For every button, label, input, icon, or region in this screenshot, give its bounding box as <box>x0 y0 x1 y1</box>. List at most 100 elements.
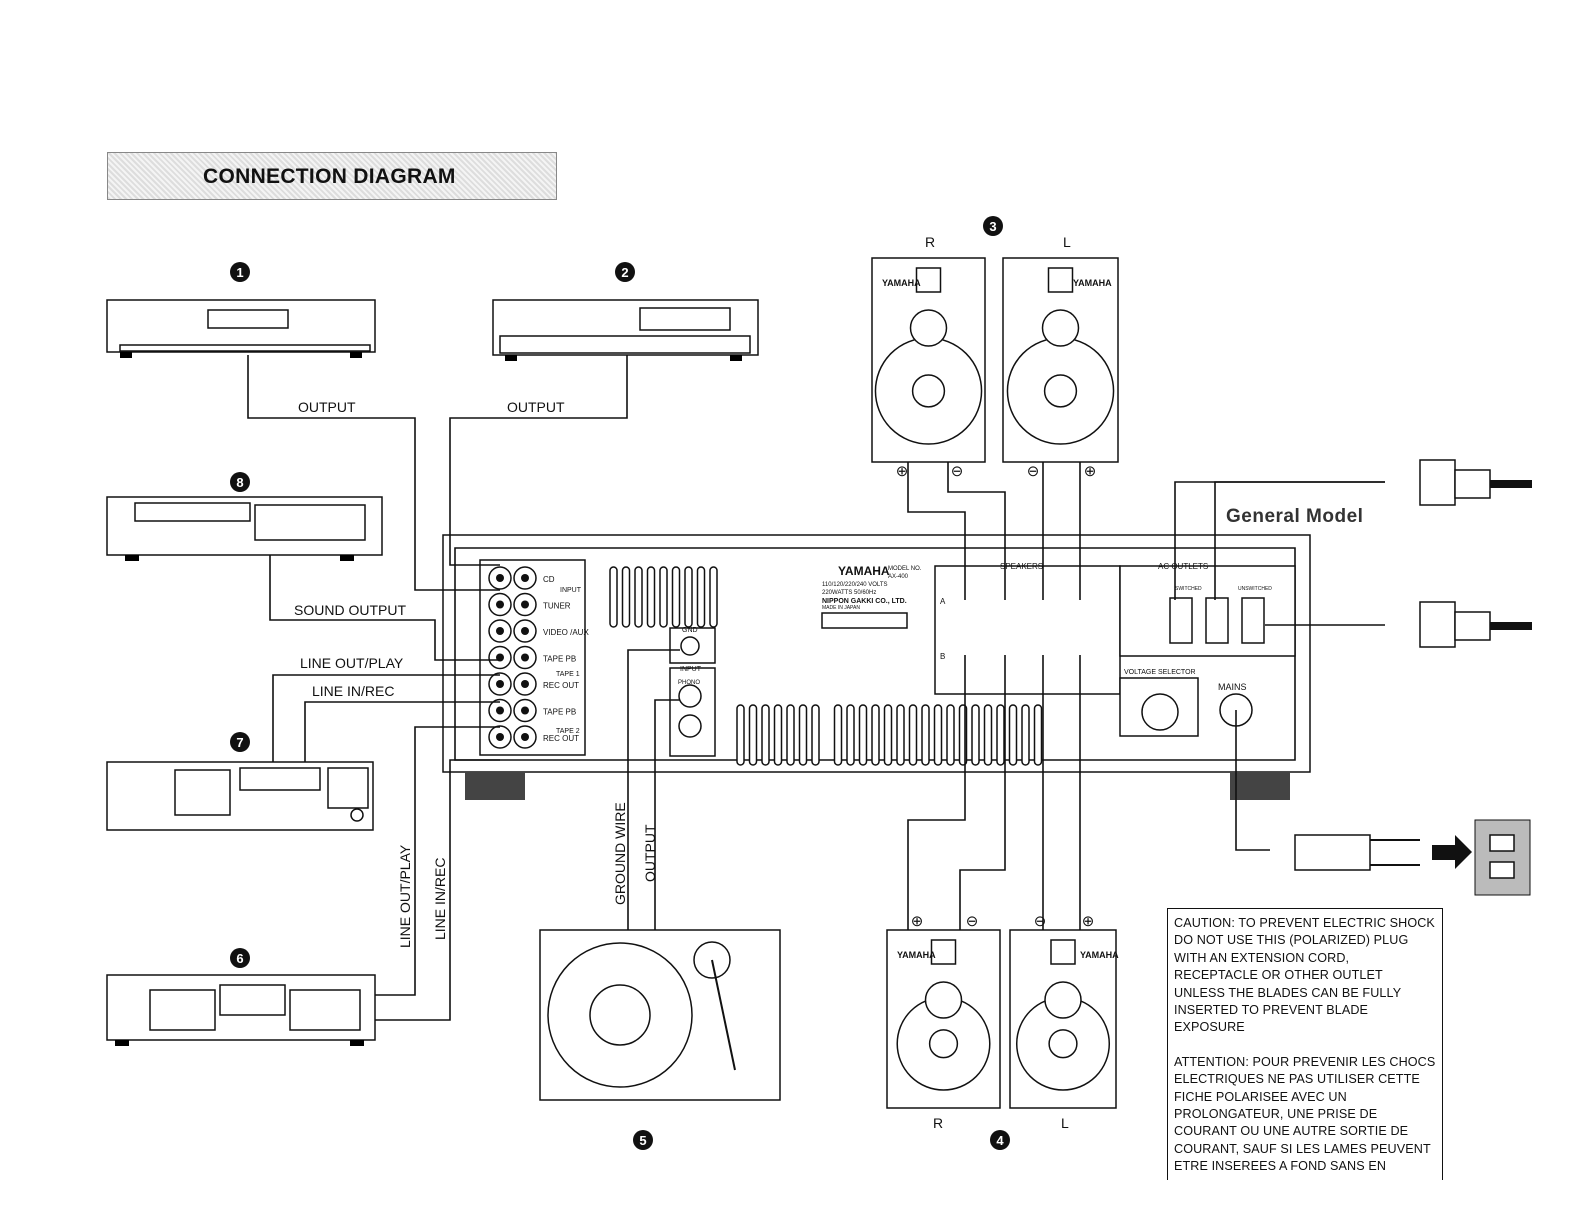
amp-maker: NIPPON GAKKI CO., LTD. <box>822 598 907 605</box>
vent-slot <box>996 704 1005 766</box>
vent-slot <box>1021 704 1030 766</box>
input-label: REC OUT <box>543 681 579 690</box>
title-banner: CONNECTION DIAGRAM <box>107 152 557 200</box>
polarity-sign: ⊖ <box>951 463 964 480</box>
amp-tape2: TAPE 2 <box>556 728 580 735</box>
vent-slot <box>634 566 643 628</box>
cd-player <box>106 299 376 358</box>
rca-jack-pin <box>496 574 504 582</box>
input-label: TAPE PB <box>543 708 576 717</box>
caution-notice: CAUTION: TO PREVENT ELECTRIC SHOCK DO NO… <box>1167 908 1443 1180</box>
rca-jack-pin <box>521 574 529 582</box>
vent-slot <box>883 704 893 766</box>
marker-number: 1 <box>236 265 243 280</box>
amp-unswitched: UNSWITCHED <box>1238 586 1272 592</box>
phono-output-label: OUTPUT <box>642 824 658 882</box>
vent-slot <box>646 566 656 628</box>
vent-slot <box>621 566 631 628</box>
vent-slot <box>709 566 718 628</box>
marker-1 <box>230 262 250 282</box>
ground-wire-label: GROUND WIRE <box>612 802 628 905</box>
vent-slot <box>671 566 681 628</box>
speaker-brand: YAMAHA <box>882 278 921 288</box>
polarity-sign: ⊖ <box>966 913 979 930</box>
marker-number: 6 <box>236 951 243 966</box>
amp-input-group: INPUT <box>560 587 582 594</box>
caution-french: ATTENTION: POUR PREVENIR LES CHOCS ELECT… <box>1174 1054 1436 1174</box>
amp-model: AX-400 <box>888 574 909 580</box>
marker-number: 7 <box>236 735 243 750</box>
amp-phono: PHONO <box>678 680 700 686</box>
vent-slot <box>811 704 820 766</box>
marker-6 <box>230 948 250 968</box>
line-in-rec-label: LINE IN/REC <box>312 683 394 699</box>
speaker-brand: YAMAHA <box>897 950 936 960</box>
vent-slot <box>659 566 668 628</box>
marker-number: 5 <box>639 1133 646 1148</box>
rca-jack-pin <box>521 600 529 609</box>
polarity-sign: ⊕ <box>896 463 909 480</box>
marker-number: 3 <box>989 219 996 234</box>
tuner-output-label: OUTPUT <box>507 399 565 415</box>
rca-jack-pin <box>496 680 504 688</box>
vent-slot <box>833 704 843 766</box>
rca-jack-pin <box>521 733 529 741</box>
cassette-deck <box>106 761 374 831</box>
speaker-1: YAMAHA⊖⊕ <box>1002 257 1119 480</box>
vent-slot <box>871 704 880 766</box>
vent-slot <box>908 704 918 766</box>
video-deck <box>106 496 383 561</box>
speaker-2: YAMAHA⊕⊖ <box>886 913 1001 1109</box>
polarity-sign: ⊕ <box>1082 913 1095 930</box>
vent-slot <box>786 704 795 766</box>
amp-volts: 110/120/220/240 VOLTS <box>822 582 888 588</box>
amp-phono-input: INPUT <box>680 666 702 673</box>
marker-number: 8 <box>236 475 243 490</box>
vent-slot <box>798 704 808 766</box>
amp-mains: MAINS <box>1218 682 1247 692</box>
vent-slot <box>946 704 955 766</box>
turntable <box>539 929 781 1101</box>
vent-slot <box>609 566 618 628</box>
sound-output-label: SOUND OUTPUT <box>294 602 406 618</box>
amp-model-label: MODEL NO. <box>888 566 922 572</box>
general-model-label: General Model <box>1226 506 1364 527</box>
vent-slot <box>748 704 758 766</box>
marker-3 <box>983 216 1003 236</box>
cd-output-label: OUTPUT <box>298 399 356 415</box>
speaker-3: YAMAHA⊖⊕ <box>1009 913 1119 1109</box>
marker-4 <box>990 1130 1010 1150</box>
speaker-brand: YAMAHA <box>1073 278 1112 288</box>
vent-slot <box>983 704 993 766</box>
input-label: TUNER <box>543 602 571 611</box>
vent-slot <box>684 566 693 628</box>
diagram-title: CONNECTION DIAGRAM <box>203 165 456 188</box>
line-out-play-label: LINE OUT/PLAY <box>300 655 404 671</box>
speaker-0: YAMAHA ⊕ ⊖ <box>871 257 986 480</box>
rca-jack-pin <box>521 653 529 662</box>
vent-slot <box>736 704 745 766</box>
caution-english: CAUTION: TO PREVENT ELECTRIC SHOCK DO NO… <box>1174 916 1435 1035</box>
vent-slot <box>971 704 980 766</box>
amp-speakers: SPEAKERS <box>1000 562 1043 571</box>
input-label: CD <box>543 575 555 584</box>
top-left-speaker-label: L <box>1063 234 1071 250</box>
vent-slot <box>761 704 770 766</box>
amp-voltage-selector: VOLTAGE SELECTOR <box>1124 669 1196 676</box>
amp-ac-outlets: AC OUTLETS <box>1158 562 1208 571</box>
vent-slot <box>896 704 905 766</box>
power-plugs <box>1294 459 1532 896</box>
vent-slot <box>933 704 943 766</box>
cables <box>247 355 1385 1021</box>
vent-slot <box>846 704 855 766</box>
rca-jack-pin <box>496 627 504 635</box>
speaker-row-a: A <box>940 597 946 606</box>
amp-brand: YAMAHA <box>838 564 890 578</box>
marker-2 <box>615 262 635 282</box>
rca-jack-pin <box>496 600 504 609</box>
vent-slot <box>1033 704 1043 766</box>
vent-slot <box>1008 704 1018 766</box>
speaker-brand: YAMAHA <box>1080 950 1119 960</box>
vent-slot <box>773 704 783 766</box>
